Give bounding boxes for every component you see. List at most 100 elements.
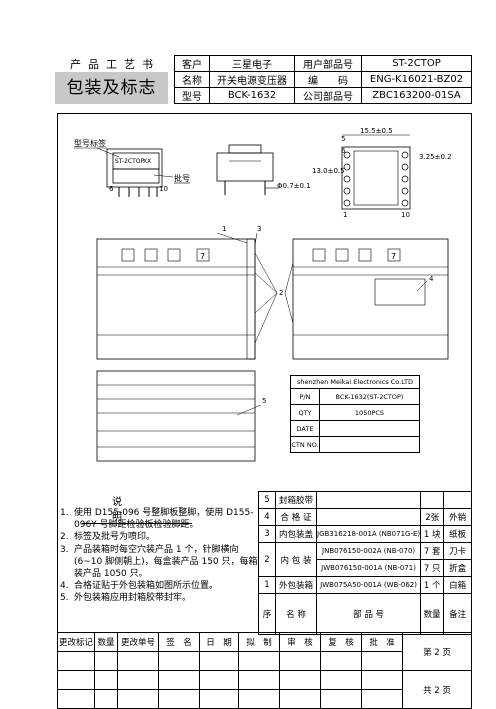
carton-val: BCK-1632(ST-2CTOP): [319, 389, 419, 405]
part-seq: 4: [258, 508, 276, 526]
part-qty: 1 个: [420, 576, 445, 594]
part-note: [443, 491, 472, 509]
hdr-cell: 公司部品号: [294, 87, 362, 104]
part-qty: [420, 491, 445, 509]
hdr-cell: 编 码: [294, 71, 362, 88]
pin-6b-label: 6: [341, 147, 346, 155]
part-name: 内包装盖: [275, 525, 317, 543]
note-item: 4.合格证贴于外包装箱如图所示位置。: [60, 581, 219, 592]
footer-cell: [279, 670, 321, 690]
notes-heading: 说明: [82, 493, 192, 524]
footer-cell: [199, 689, 239, 709]
footer-cell: [238, 670, 280, 690]
footer-cell: [238, 689, 280, 709]
footer-cell: [94, 670, 118, 690]
part-qty: 7 套: [420, 542, 445, 560]
carton-key: DATE: [291, 420, 320, 437]
note-item: 2.标签及批号为喷印。: [60, 532, 156, 543]
pin-10b-label: 10: [401, 211, 410, 219]
footer-cell: [57, 670, 95, 690]
footer-cell: [117, 689, 159, 709]
model-label-suffix: XX: [143, 158, 151, 165]
hdr-cell: 名称: [174, 71, 210, 88]
parts-head-seq: 序: [258, 593, 276, 635]
hdr-cell: 开关电源变压器: [209, 71, 295, 88]
hdr-cell: 三星电子: [209, 55, 295, 72]
parts-head-name: 名 称: [275, 593, 317, 635]
carton-key: P/N: [291, 389, 320, 405]
part-note: 白箱: [443, 576, 472, 594]
dim-width: 15.5±0.5: [360, 127, 393, 135]
hdr-cell: ST-2CTOP: [361, 55, 472, 72]
footer-col: 拟 制: [238, 632, 280, 652]
batch-caption: 批号: [174, 173, 190, 183]
doc-type-title: 产品工艺书: [70, 58, 160, 71]
doc-section-title: 包装及标志: [55, 72, 168, 104]
carton-val: 1050PCS: [319, 404, 419, 421]
part-note: 折盒: [443, 559, 472, 577]
pin-5-label: 5: [341, 135, 345, 143]
footer-cell: [279, 689, 321, 709]
footer-cell: [117, 651, 159, 671]
carton-val: [319, 436, 419, 452]
footer-cell: [158, 651, 200, 671]
revision-table: 更改标记 数量 更改单号 签 名 日 期 拟 制 审 核 复 核 批 准 第 2…: [57, 632, 472, 709]
footer-col: 复 核: [320, 632, 362, 652]
parts-head-qty: 数量: [420, 593, 445, 635]
footer-cell: [117, 670, 159, 690]
pin-6-label: 6: [109, 185, 114, 193]
part-seq: 5: [258, 491, 276, 509]
pin-10-label: 10: [159, 185, 168, 193]
part-name: 合 格 证: [275, 508, 317, 526]
footer-cell: [158, 689, 200, 709]
model-label-caption: 型号标签: [74, 138, 106, 148]
header-table: 客户 三星电子 用户部品号 ST-2CTOP 名称 开关电源变压器 编 码 EN…: [174, 55, 472, 104]
part-seq: 1: [258, 576, 276, 594]
callout-1: 1: [222, 225, 226, 233]
footer-cell: [199, 651, 239, 671]
footer-col: 更改标记: [57, 632, 95, 652]
part-note: 外销: [443, 508, 472, 526]
page-number: 第 2 页: [402, 632, 472, 671]
parts-head-note: 备注: [443, 593, 472, 635]
part-name: 内 包 装: [275, 542, 317, 577]
footer-col: 签 名: [158, 632, 200, 652]
footer-cell: [57, 651, 95, 671]
footer-col: 更改单号: [117, 632, 159, 652]
parts-table: 5 封箱胶带 4 合 格 证 2张 外销 3 内包装盖 JGB316218-00…: [258, 491, 472, 635]
note-item: 5.外包装箱应用封箱胶带封牢。: [60, 593, 192, 604]
part-seq: 3: [258, 525, 276, 543]
part-code: JWB076150-001A (NB-071): [315, 559, 422, 577]
part-code: [315, 508, 422, 526]
dim-right: 3.25±0.2: [419, 153, 452, 161]
footer-cell: [238, 651, 280, 671]
footer-cell: [57, 689, 95, 709]
part-code: JNB076150-002A (NB-070): [315, 542, 422, 560]
pin-1-label: 1: [343, 211, 347, 219]
footer-cell: [158, 670, 200, 690]
footer-cell: [94, 689, 118, 709]
callout-5: 5: [262, 397, 266, 405]
part-note: 刀卡: [443, 542, 472, 560]
footer-col: 日 期: [199, 632, 239, 652]
callout-3: 3: [257, 225, 261, 233]
footer-cell: [320, 670, 362, 690]
carton-val: [319, 420, 419, 437]
dim-height: 13.0±0.5: [312, 167, 345, 175]
footer-col: 审 核: [279, 632, 321, 652]
pin-diameter-label: Φ0.7±0.1: [277, 182, 311, 190]
hdr-cell: ZBC163200-01SA: [361, 87, 472, 104]
box-mark-number-1: 7: [200, 252, 205, 261]
footer-cell: [361, 670, 403, 690]
footer-col: 数量: [94, 632, 118, 652]
footer-cell: [279, 651, 321, 671]
hdr-cell: 客户: [174, 55, 210, 72]
callout-2: 2: [279, 289, 283, 297]
hdr-cell: 用户部品号: [294, 55, 362, 72]
part-qty: 2张: [420, 508, 445, 526]
footer-cell: [320, 689, 362, 709]
carton-label-company: shenzhen Meikai Electronics Co.LTD: [291, 376, 419, 389]
part-code: JWB075A50-001A (WB-062): [315, 576, 422, 594]
